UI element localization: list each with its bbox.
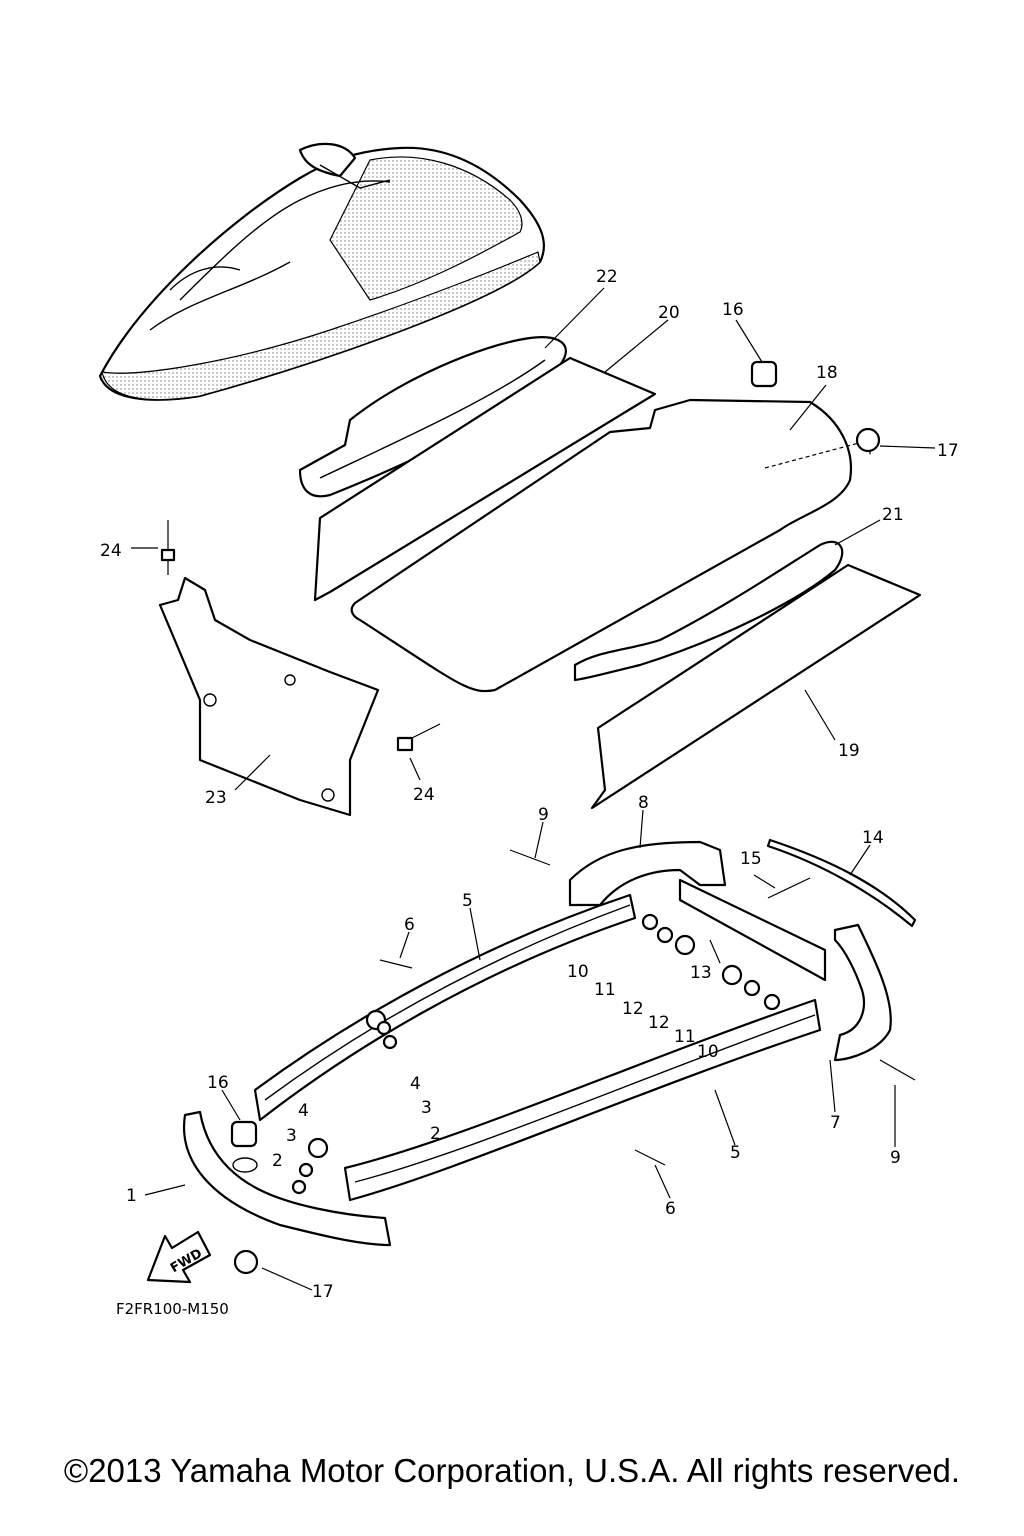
callout-6: 6: [665, 1199, 676, 1219]
part-6-bolt-left: [379, 959, 413, 969]
part-3-washer-b: [298, 1162, 314, 1178]
fwd-arrow-icon: FWD: [146, 1230, 212, 1284]
part-11-washer-bottom: [743, 979, 761, 997]
callout-3: 3: [286, 1126, 297, 1146]
callout-4: 4: [298, 1101, 309, 1121]
callout-12: 12: [648, 1013, 670, 1033]
part-1-bow-bracket: [182, 1110, 392, 1247]
part-9-bolt-top: [509, 849, 551, 866]
copyright-notice: ©2013 Yamaha Motor Corporation, U.S.A. A…: [63, 1452, 961, 1489]
callout-10: 10: [697, 1042, 719, 1062]
callout-24: 24: [413, 785, 435, 805]
part-16-grommet-bottom: [230, 1120, 258, 1148]
part-10-washer-bottom: [763, 993, 781, 1011]
callout-18: 18: [816, 363, 838, 383]
callout-14: 14: [862, 828, 884, 848]
callout-8: 8: [638, 793, 649, 813]
callout-23: 23: [205, 788, 227, 808]
callout-1: 1: [126, 1186, 137, 1206]
callout-10: 10: [567, 962, 589, 982]
watercraft-overview: [98, 142, 545, 401]
part-12-nut-bottom: [721, 964, 743, 986]
callout-12: 12: [622, 999, 644, 1019]
part-20-mat: [313, 356, 657, 602]
callout-21: 21: [882, 505, 904, 525]
callout-11: 11: [674, 1027, 696, 1047]
part-3-washer-a: [376, 1020, 392, 1036]
part-6-bolt-right: [634, 1149, 666, 1166]
callout-5: 5: [462, 891, 473, 911]
callout-17: 17: [937, 441, 959, 461]
callout-16: 16: [722, 300, 744, 320]
part-9-bolt-right: [879, 1059, 916, 1081]
drawing-code: F2FR100-M150: [116, 1300, 229, 1318]
callout-3: 3: [421, 1098, 432, 1118]
part-19-mat: [590, 563, 922, 810]
part-17-nut-bottom: [233, 1249, 259, 1275]
part-12-nut-top: [674, 934, 696, 956]
leader-lines: [131, 287, 936, 1291]
callout-15: 15: [740, 849, 762, 869]
callout-11: 11: [594, 980, 616, 1000]
part-11-washer-top: [656, 926, 674, 944]
callout-9: 9: [890, 1148, 901, 1168]
callout-labels: 1 2 2 3 3 4 4 5 5 6 6 7 8 9 9 10 10 11 1…: [100, 267, 959, 1302]
part-23-bracket: [158, 576, 380, 817]
part-15-rivet: [767, 877, 811, 899]
part-16-grommet-top: [750, 360, 778, 388]
callout-19: 19: [838, 741, 860, 761]
part-24-rivet-top: [160, 520, 176, 575]
part-13-rail: [678, 878, 827, 982]
part-8-bracket: [568, 840, 727, 907]
callout-2: 2: [272, 1151, 283, 1171]
callout-22: 22: [596, 267, 618, 287]
callout-16: 16: [207, 1073, 229, 1093]
callout-17: 17: [312, 1282, 334, 1302]
part-2-washer-a: [382, 1034, 398, 1050]
part-5-rail-lower: [343, 998, 822, 1202]
callout-9: 9: [538, 805, 549, 825]
callout-5: 5: [730, 1143, 741, 1163]
part-17-nut-top: [855, 427, 881, 453]
part-21-pad: [573, 540, 844, 682]
callout-2: 2: [430, 1124, 441, 1144]
callout-6: 6: [404, 915, 415, 935]
callout-13: 13: [690, 963, 712, 983]
part-2-washer-b: [291, 1179, 307, 1195]
part-7-stern-bracket: [833, 923, 892, 1062]
part-5-rail-upper: [253, 893, 637, 1122]
callout-20: 20: [658, 303, 680, 323]
part-24-rivet-right: [396, 723, 441, 752]
part-10-washer-top: [641, 913, 659, 931]
part-4-nut-b: [307, 1137, 329, 1159]
callout-4: 4: [410, 1074, 421, 1094]
callout-7: 7: [830, 1113, 841, 1133]
part-14-strip: [766, 838, 917, 928]
callout-24: 24: [100, 541, 122, 561]
